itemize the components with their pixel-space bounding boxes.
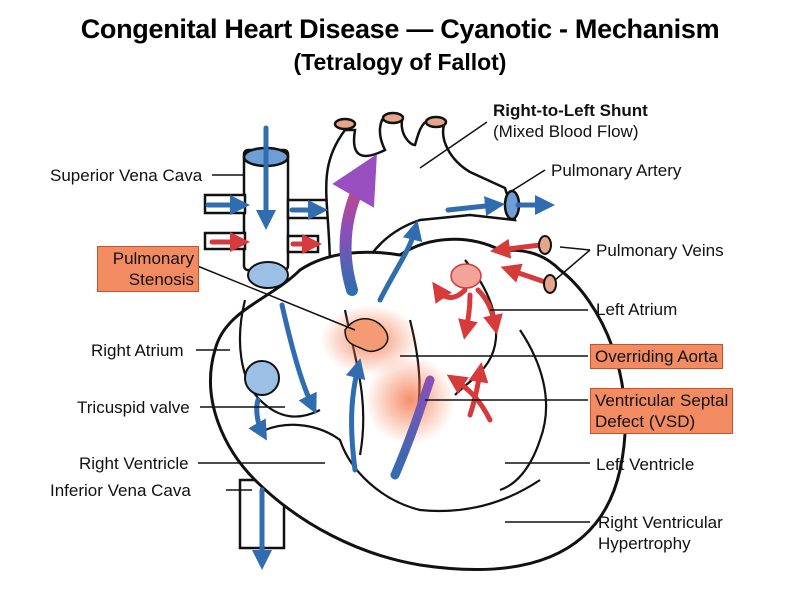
pulmonary-vein-stubs: [538, 235, 557, 294]
label-vsd-line1: Ventricular Septal: [595, 391, 729, 410]
label-right-ventricle: Right Ventricle: [79, 454, 189, 473]
pulmonary-artery-arrow: [445, 196, 505, 217]
label-rvh: Right Ventricular Hypertrophy: [598, 512, 723, 554]
label-pulmonary-stenosis: Pulmonary Stenosis: [97, 246, 199, 292]
label-shunt-title: Right-to-Left Shunt: [493, 101, 648, 120]
oxy-arrows: [209, 232, 548, 423]
lv-arrow-2: [467, 362, 489, 418]
deoxy-arrows: [205, 125, 555, 570]
left-atrium-spot: [450, 263, 482, 289]
label-pulmonary-stenosis-line1: Pulmonary: [112, 249, 194, 268]
pulmonary-trunk-arrow: [377, 220, 423, 303]
label-rvh-line2: Hypertrophy: [598, 534, 691, 553]
septal-mixed-arrow: [390, 375, 435, 480]
right-atrium-inlet: [247, 261, 289, 289]
label-pulmonary-stenosis-line2: Stenosis: [128, 270, 194, 289]
diagram-subtitle: (Tetralogy of Fallot): [293, 49, 507, 75]
diagram-title: Congenital Heart Disease — Cyanotic - Me…: [80, 14, 720, 44]
label-pulmonary-veins: Pulmonary Veins: [596, 241, 724, 260]
mixed-arrows: [332, 154, 435, 480]
label-superior-vena-cava: Superior Vena Cava: [50, 166, 203, 185]
label-vsd: Ventricular Septal Defect (VSD): [590, 388, 734, 434]
right-ventricle-wall: [264, 423, 541, 513]
label-rvh-line1: Right Ventricular: [598, 513, 723, 532]
leader-lines: [194, 121, 591, 523]
label-left-atrium: Left Atrium: [596, 300, 678, 319]
aorta-vessel-1: [333, 117, 357, 131]
ra-to-rv-arrow: [279, 302, 317, 415]
pulmonary-valve: [344, 318, 389, 352]
pulm-vein-arrow-2: [500, 263, 548, 285]
label-left-ventricle: Left Ventricle: [596, 455, 695, 474]
label-overriding-aorta: Overriding Aorta: [590, 344, 723, 369]
label-inferior-vena-cava: Inferior Vena Cava: [50, 481, 191, 500]
label-shunt-subtitle: (Mixed Blood Flow): [493, 122, 639, 141]
rv-upward-arrow: [345, 358, 366, 473]
pulm-vein-arrow-1: [490, 238, 543, 259]
tricuspid-valve-shape: [244, 360, 280, 396]
label-vsd-line2: Defect (VSD): [595, 412, 696, 431]
la-arrow-2: [458, 292, 478, 340]
la-arrow-3: [475, 287, 503, 335]
la-arrow-1: [432, 281, 468, 304]
aorta-mixed-arrow: [332, 154, 377, 296]
label-pulmonary-artery: Pulmonary Artery: [551, 161, 682, 180]
aorta-vessel-3: [424, 115, 448, 129]
label-right-atrium: Right Atrium: [91, 341, 184, 360]
tricuspid-arrow: [248, 397, 267, 441]
label-tricuspid-valve: Tricuspid valve: [77, 398, 190, 417]
aorta-vessel-2: [381, 111, 405, 125]
